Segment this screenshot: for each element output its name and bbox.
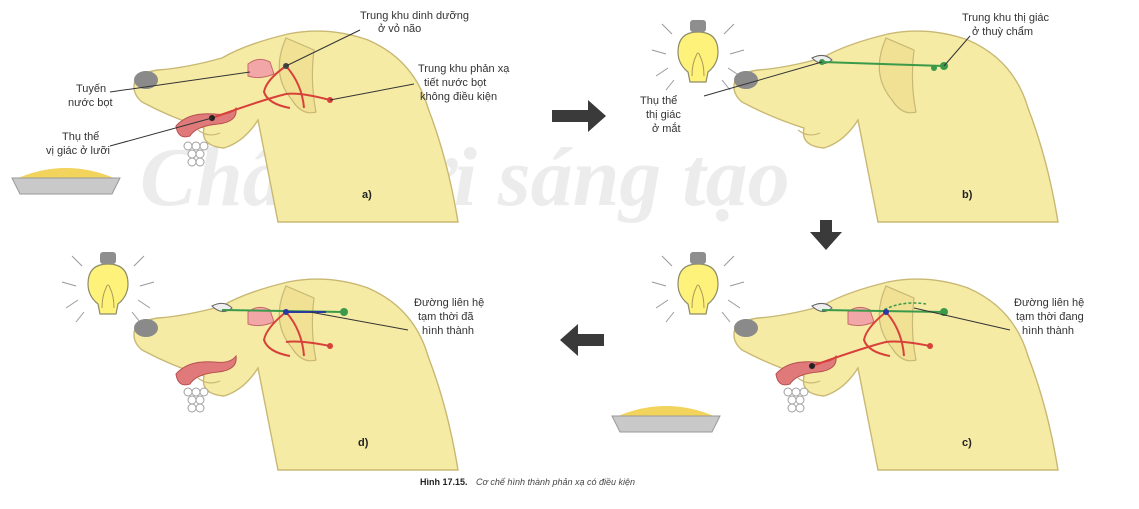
- node-taste-c: [809, 363, 815, 369]
- light-bulb-b: [652, 20, 744, 90]
- label-link-formed-1: Đường liên hệ: [414, 297, 484, 309]
- watermark: Chân trời sáng tạo: [140, 131, 790, 224]
- label-visual-receptor-2: thị giác: [646, 109, 681, 121]
- label-nutrition-center-1: Trung khu dinh dưỡng: [360, 10, 469, 22]
- food-bowl-c: [612, 406, 720, 432]
- arrow-a-to-b: [552, 100, 606, 132]
- node-visual-center-b2: [931, 65, 937, 71]
- label-visual-receptor-3: ở mắt: [652, 122, 681, 135]
- label-visual-center-2: ở thuỳ chẩm: [972, 26, 1033, 38]
- node-visual-center-d: [340, 308, 348, 316]
- panel-letter-b: b): [962, 189, 973, 201]
- label-link-forming-1: Đường liên hệ: [1014, 297, 1084, 309]
- label-salivary-2: nước bọt: [68, 97, 113, 109]
- node-nutrition-d: [283, 309, 289, 315]
- label-reflex-center-2: tiết nước bọt: [424, 77, 486, 89]
- nose-a: [134, 71, 158, 89]
- node-nutrition-c: [883, 309, 889, 315]
- light-bulb-d: [62, 252, 154, 322]
- label-link-forming-3: hình thành: [1022, 325, 1074, 337]
- label-link-formed-3: hình thành: [422, 325, 474, 337]
- label-salivary-1: Tuyến: [76, 83, 106, 95]
- panel-d: Đường liên hệ tạm thời đã hình thành d): [62, 252, 484, 470]
- arrow-b-to-c: [810, 220, 842, 250]
- food-bowl-a: [12, 168, 120, 194]
- caption-number: Hình 17.15.: [420, 477, 468, 487]
- caption-text: Cơ chế hình thành phản xạ có điều kiện: [476, 477, 635, 487]
- panel-letter-a: a): [362, 189, 372, 201]
- panel-c: Đường liên hệ tạm thời đang hình thành c…: [612, 252, 1084, 470]
- node-reflex-c: [927, 343, 933, 349]
- label-visual-center-1: Trung khu thị giác: [962, 12, 1050, 24]
- label-taste-1: Thụ thể: [62, 131, 99, 143]
- arrow-c-to-d: [560, 324, 604, 356]
- label-link-forming-2: tạm thời đang: [1016, 311, 1084, 323]
- node-reflex-d: [327, 343, 333, 349]
- light-bulb-c: [652, 252, 744, 322]
- label-nutrition-center-2: ở vỏ não: [378, 23, 421, 35]
- panel-letter-d: d): [358, 437, 369, 449]
- saliva-drops-c: [784, 388, 808, 412]
- saliva-drops-d: [184, 388, 208, 412]
- label-visual-receptor-1: Thụ thể: [640, 95, 677, 107]
- label-taste-2: vị giác ở lưỡi: [46, 145, 110, 157]
- nose-d: [134, 319, 158, 337]
- label-reflex-center-1: Trung khu phản xạ: [418, 63, 510, 75]
- label-reflex-center-3: không điều kiện: [420, 91, 497, 103]
- label-link-formed-2: tạm thời đã: [418, 311, 474, 323]
- panel-letter-c: c): [962, 437, 972, 449]
- saliva-drops-a: [184, 142, 208, 166]
- figure-caption: Hình 17.15. Cơ chế hình thành phản xạ có…: [420, 472, 635, 489]
- nose-c: [734, 319, 758, 337]
- salivary-gland-a: [248, 59, 274, 77]
